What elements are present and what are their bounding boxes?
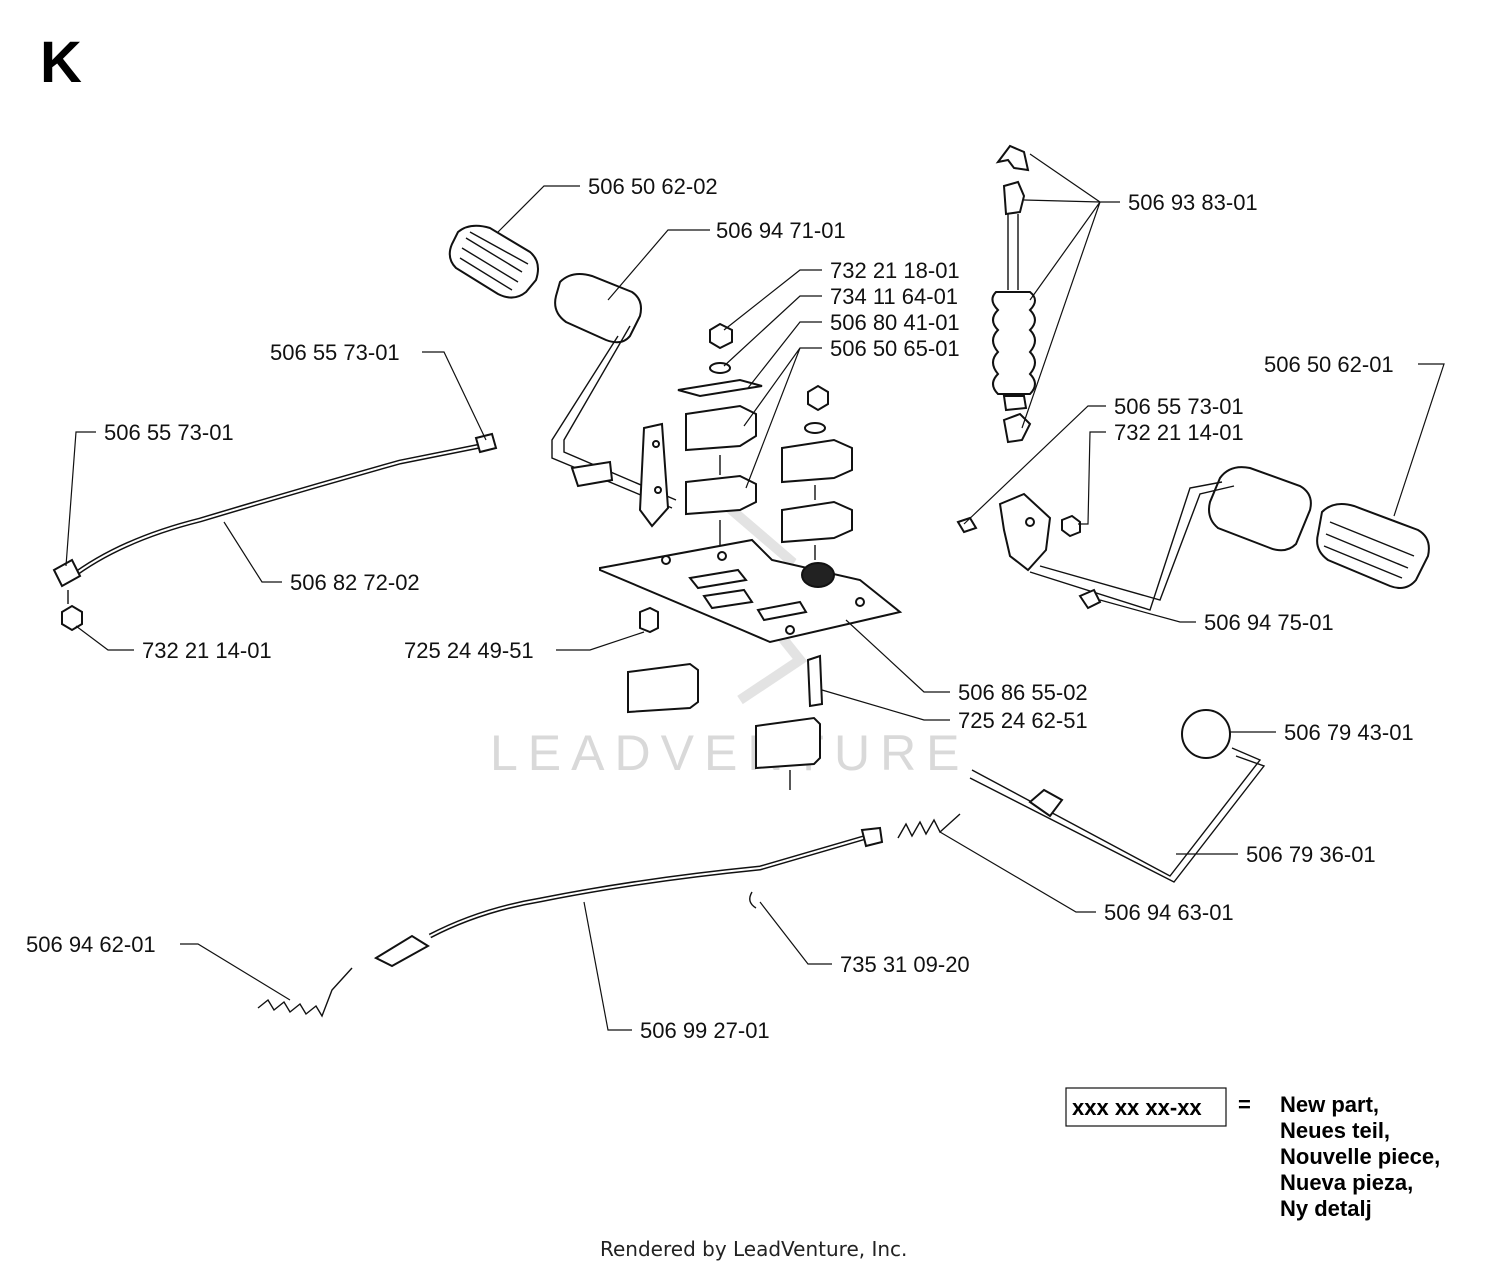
fastener-stack — [677, 322, 853, 560]
part-label: 506 80 41-01 — [830, 310, 960, 335]
pivot-bracket — [956, 492, 1081, 572]
footer-credit: Rendered by LeadVenture, Inc. — [600, 1237, 907, 1261]
part-label: 506 79 36-01 — [1246, 842, 1376, 867]
part-label: 725 24 49-51 — [404, 638, 534, 663]
legend-sample-box — [1065, 1087, 1227, 1127]
part-label: 506 50 62-01 — [1264, 352, 1394, 377]
legend-equals: = — [1238, 1092, 1251, 1117]
part-label: 506 94 62-01 — [26, 932, 156, 957]
pedal-arm-left — [551, 273, 677, 509]
watermark: LEADVENTURE — [490, 496, 970, 781]
springs — [257, 813, 961, 1018]
part-label: 506 94 63-01 — [1104, 900, 1234, 925]
part-label: 506 50 65-01 — [830, 336, 960, 361]
leader-lines — [65, 153, 1445, 1031]
part-label: 725 24 62-51 — [958, 708, 1088, 733]
part-label: 506 94 71-01 — [716, 218, 846, 243]
cable-left — [52, 432, 498, 632]
knob-rod — [969, 709, 1266, 883]
section-letter: K — [40, 30, 82, 95]
part-label: 506 55 73-01 — [104, 420, 234, 445]
part-label: 506 99 27-01 — [640, 1018, 770, 1043]
legend-line: Nouvelle piece, — [1280, 1144, 1440, 1169]
pedal-bracket — [638, 422, 670, 528]
part-label: 732 21 14-01 — [1114, 420, 1244, 445]
lower-blocks — [627, 662, 821, 790]
pedal-pad-left — [448, 224, 539, 299]
part-label: 506 50 62-02 — [588, 174, 718, 199]
part-label: 734 11 64-01 — [830, 284, 958, 309]
new-part-legend: xxx xx xx-xx = New part, Neues teil, Nou… — [1065, 1087, 1440, 1221]
legend-line: New part, — [1280, 1092, 1379, 1117]
bolts — [639, 606, 824, 708]
part-label: 732 21 14-01 — [142, 638, 272, 663]
part-label: 506 55 73-01 — [270, 340, 400, 365]
legend-line: Neues teil, — [1280, 1118, 1390, 1143]
part-label: 506 86 55-02 — [958, 680, 1088, 705]
part-label: 506 93 83-01 — [1128, 190, 1258, 215]
part-label: 506 82 72-02 — [290, 570, 420, 595]
watermark-text: LEADVENTURE — [490, 725, 970, 781]
part-label: 506 79 43-01 — [1284, 720, 1414, 745]
legend-sample: xxx xx xx-xx — [1072, 1095, 1202, 1120]
legend-line: Ny detalj — [1280, 1196, 1372, 1221]
part-label: 732 21 18-01 — [830, 258, 960, 283]
legend-line: Nueva pieza, — [1280, 1170, 1413, 1195]
part-label: 506 94 75-01 — [1204, 610, 1334, 635]
pedal-pad-right — [1316, 503, 1430, 589]
cable-bottom — [373, 826, 884, 968]
base-plate — [599, 538, 903, 644]
part-label: 735 31 09-20 — [840, 952, 970, 977]
shock-absorber — [991, 144, 1036, 444]
part-label: 506 55 73-01 — [1114, 394, 1244, 419]
pedal-arm-right — [1029, 466, 1312, 611]
part-labels: 506 50 62-02 506 94 71-01 732 21 18-01 7… — [26, 174, 1414, 1043]
